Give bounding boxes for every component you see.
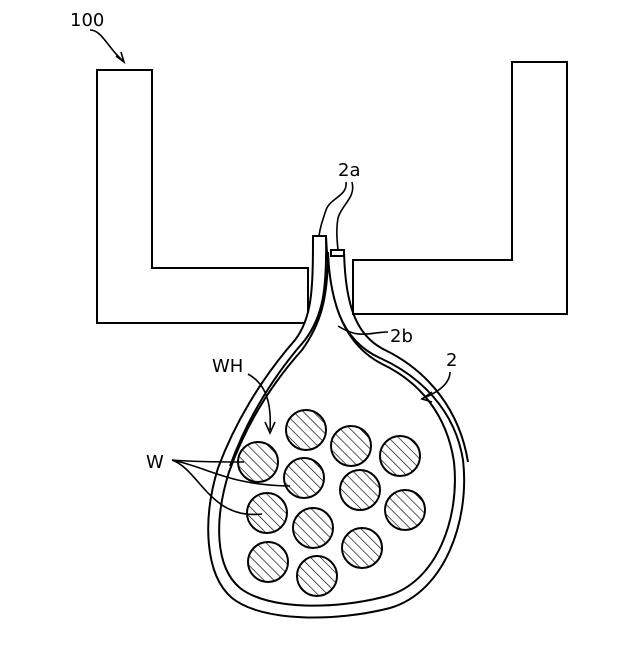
label-2b: 2b [390,326,413,347]
wire [247,493,287,533]
bag-opening-strip [331,250,344,256]
label-w: W [146,452,164,473]
wire [385,490,425,530]
wire [293,508,333,548]
wire [297,556,337,596]
wire [286,410,326,450]
label-2: 2 [446,350,457,371]
wire [342,528,382,568]
wire [331,426,371,466]
label-wh: WH [212,356,243,377]
leader-100-arrowhead [116,52,124,62]
frame-left-arm [97,70,308,323]
leader-2a-right [337,182,353,250]
label-2a: 2a [338,160,360,181]
label-100: 100 [70,10,104,31]
wire [284,458,324,498]
wire [248,542,288,582]
wire [380,436,420,476]
wire [340,470,380,510]
frame-right-arm [353,62,567,314]
leader-100-arrow [90,30,122,60]
